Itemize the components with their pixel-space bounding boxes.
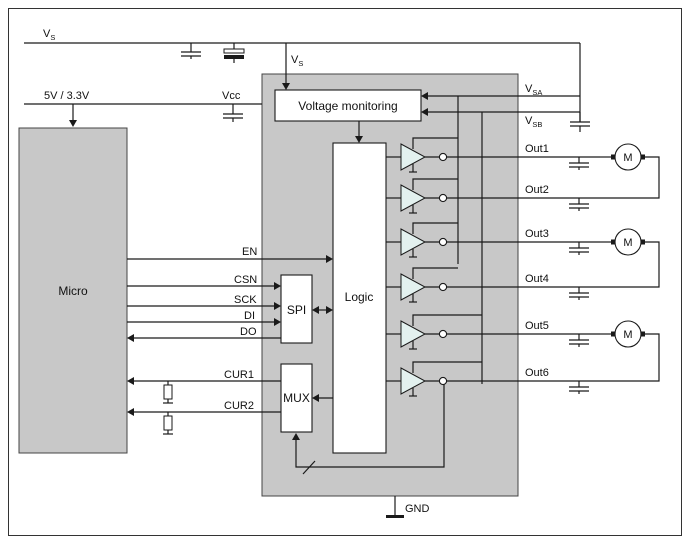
mux-block [280, 363, 313, 433]
buffer-supply-feed [412, 267, 458, 279]
diagram-frame [8, 8, 682, 536]
signal-en: EN [127, 246, 333, 263]
motor-icon [614, 320, 642, 348]
motor-terminal [641, 331, 645, 337]
spi-block [280, 274, 313, 344]
vs-main-label: VS [43, 28, 55, 42]
motor-label: M [623, 152, 632, 164]
motor-icon [614, 228, 642, 256]
buffer-supply-feed [412, 222, 458, 234]
vcc-label: Vcc [222, 90, 241, 102]
logic-label: Logic [345, 290, 374, 304]
motor-return-lead [600, 333, 660, 382]
vsb-label: VSB [525, 115, 542, 129]
motor-label: M [623, 329, 632, 341]
capacitor-icon [570, 112, 590, 132]
signal-sck-label: SCK [234, 294, 257, 306]
vsa-label: VSA [525, 83, 542, 97]
motor-label: M [623, 237, 632, 249]
output-node [438, 237, 448, 247]
buffer-supply-feed [412, 178, 458, 190]
micro-label: Micro [58, 284, 88, 298]
ground-icon [386, 515, 404, 518]
motor-terminal [611, 154, 615, 160]
micro-supply-label: 5V / 3.3V [44, 90, 90, 102]
motor-terminal [641, 239, 645, 245]
signal-di-label: DI [244, 310, 255, 322]
output-node [438, 376, 448, 386]
output-label: Out3 [525, 228, 549, 240]
signal-cur1-label: CUR1 [224, 369, 254, 381]
capacitor-icon [181, 43, 201, 59]
mux-label: MUX [283, 391, 310, 405]
output-node [438, 193, 448, 203]
motor-terminal [641, 154, 645, 160]
output-label: Out6 [525, 367, 549, 379]
signal-sck: SCK [127, 294, 281, 310]
output-label: Out5 [525, 320, 549, 332]
motor-return-lead [600, 241, 660, 288]
signal-do-label: DO [240, 326, 257, 338]
vs-internal-label: VS [291, 54, 303, 68]
output-label: Out4 [525, 273, 549, 285]
polarized-capacitor-icon [223, 43, 245, 63]
spi-label: SPI [287, 303, 306, 317]
voltage-monitoring-label: Voltage monitoring [298, 99, 397, 113]
signal-di: DI [127, 310, 281, 326]
buffer-supply-feed [412, 314, 482, 326]
signal-do: DO [127, 326, 281, 342]
mux-feedback-bus [295, 381, 445, 468]
signal-csn: CSN [127, 274, 281, 290]
signal-en-label: EN [242, 246, 257, 258]
voltage-monitoring-block [274, 89, 422, 122]
output-label: Out2 [525, 184, 549, 196]
buffer-supply-feed [412, 137, 458, 149]
motor-terminal [611, 331, 615, 337]
capacitor-icon [223, 104, 243, 122]
motor-icon [614, 143, 642, 171]
output-label: Out1 [525, 143, 549, 155]
resistor-icon [163, 412, 173, 435]
buffer-supply-feed [412, 361, 482, 373]
bus-slash [302, 460, 316, 475]
logic-block [332, 142, 387, 454]
motor-terminal [611, 239, 615, 245]
signal-cur1: CUR1 [127, 369, 281, 385]
signal-cur2-label: CUR2 [224, 400, 254, 412]
gnd-label: GND [405, 503, 430, 515]
resistor-icon [163, 381, 173, 404]
output-node [438, 282, 448, 292]
output-node [438, 329, 448, 339]
signal-cur2: CUR2 [127, 400, 281, 416]
micro-block [18, 127, 128, 454]
output-node [438, 152, 448, 162]
signal-csn-label: CSN [234, 274, 257, 286]
motor-return-lead [600, 156, 660, 199]
